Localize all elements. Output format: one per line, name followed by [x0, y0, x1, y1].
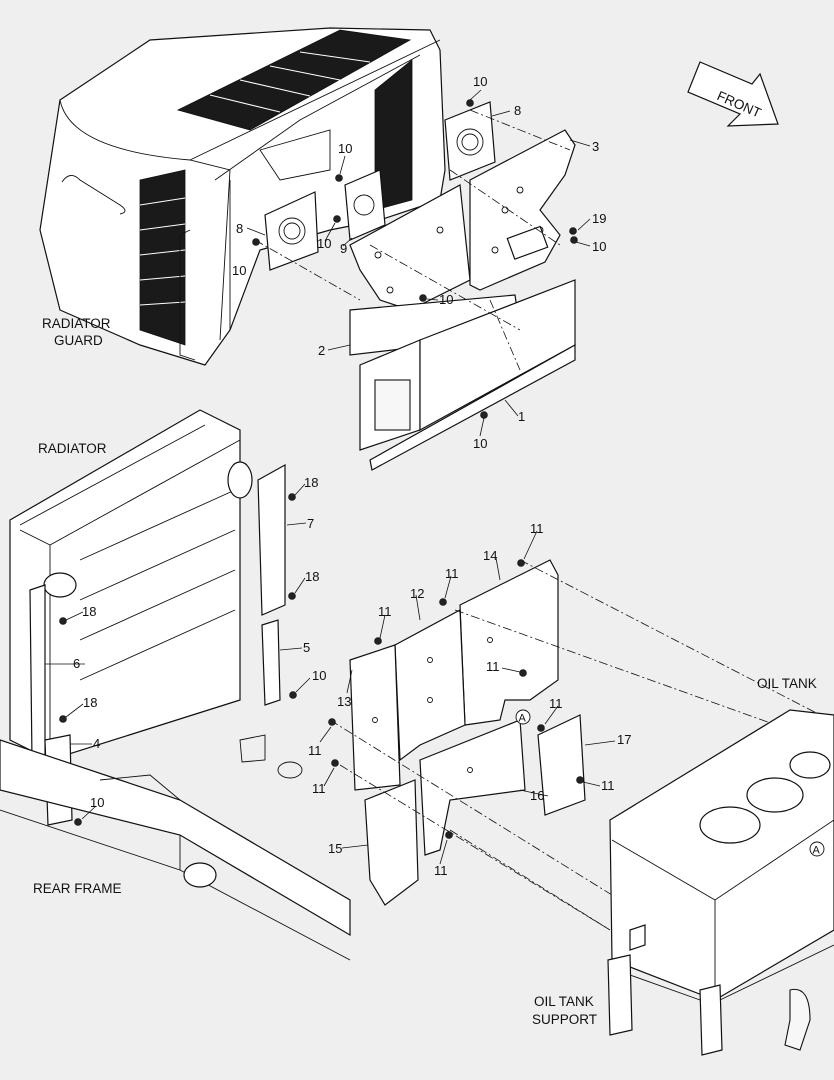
oil-tank-support — [607, 954, 723, 1056]
radiator-guard-label-line1: RADIATOR — [42, 316, 111, 331]
radiator-guard-assembly — [39, 27, 446, 366]
part-14-panel — [459, 559, 559, 726]
reference-mark-a-1: A — [515, 709, 531, 725]
part-12-panel — [394, 609, 466, 762]
bolts-part-11 — [328, 559, 584, 839]
callout-11: 11 — [486, 659, 500, 674]
callout-8: 8 — [236, 221, 243, 236]
rear-frame-assembly — [0, 734, 351, 961]
callout-12: 12 — [410, 586, 424, 601]
callout-10: 10 — [312, 668, 326, 683]
radiator-label: RADIATOR — [38, 441, 107, 456]
rear-frame-label: REAR FRAME — [33, 881, 122, 896]
callout-5: 5 — [303, 640, 310, 655]
radiator-lower-hose — [43, 572, 77, 598]
part-6-bracket — [29, 584, 46, 761]
callout-18: 18 — [82, 604, 96, 619]
lower-panels — [329, 559, 831, 931]
part-16-bracket — [419, 719, 526, 856]
callout-11: 11 — [530, 521, 544, 536]
callout-13: 13 — [337, 694, 351, 709]
callout-10: 10 — [90, 795, 104, 810]
leader-lines — [45, 89, 616, 865]
callout-17: 17 — [617, 732, 631, 747]
part-15-bracket — [364, 779, 419, 906]
callout-14: 14 — [483, 548, 497, 563]
callout-11: 11 — [601, 778, 615, 793]
oil-tank-cap-3 — [789, 751, 831, 779]
callout-11: 11 — [445, 566, 459, 581]
callout-18: 18 — [83, 695, 97, 710]
callout-numbers: 10 8 3 10 19 10 10 8 9 10 10 2 1 10 18 7… — [73, 74, 631, 878]
callout-10: 10 — [439, 292, 453, 307]
oil-tank-assembly — [607, 709, 834, 1056]
svg-text:A: A — [813, 845, 821, 857]
callout-10: 10 — [338, 141, 352, 156]
part-3-block — [506, 225, 549, 260]
callout-15: 15 — [328, 841, 342, 856]
callout-3: 3 — [592, 139, 599, 154]
callout-19: 19 — [592, 211, 606, 226]
callout-10: 10 — [232, 263, 246, 278]
part-8-flange-right — [444, 101, 496, 181]
callout-11: 11 — [308, 743, 322, 758]
oil-tank-cap-2 — [746, 777, 804, 813]
part-9-flange — [344, 169, 386, 241]
part-5-bracket — [261, 619, 281, 706]
callout-2: 2 — [318, 343, 325, 358]
reference-mark-a-2: A — [809, 841, 825, 857]
callout-4: 4 — [93, 736, 100, 751]
lower-panel-holes — [372, 637, 493, 773]
part-8-flange-left — [264, 191, 319, 271]
callout-10: 10 — [317, 236, 331, 251]
callout-1: 1 — [518, 409, 525, 424]
callout-10: 10 — [473, 436, 487, 451]
front-direction-arrow: FRONT — [687, 61, 779, 127]
oil-tank-support-label-line1: OIL TANK — [534, 994, 594, 1009]
callout-6: 6 — [73, 656, 80, 671]
callout-18: 18 — [304, 475, 318, 490]
oil-tank-support-label-line2: SUPPORT — [532, 1012, 597, 1027]
bolts-part-10 — [74, 99, 578, 826]
callout-11: 11 — [378, 604, 392, 619]
radiator-upper-hose — [227, 461, 253, 499]
upper-cover-plates — [254, 101, 576, 471]
callout-9: 9 — [340, 241, 347, 256]
callout-10: 10 — [473, 74, 487, 89]
callout-11: 11 — [312, 781, 326, 796]
part-7-bracket — [257, 463, 286, 616]
part-17-bracket — [537, 714, 586, 816]
callout-8: 8 — [514, 103, 521, 118]
callout-10: 10 — [592, 239, 606, 254]
bolt-part-19 — [569, 227, 577, 235]
callout-11: 11 — [549, 696, 563, 711]
oil-tank-cap-1 — [699, 806, 761, 844]
radiator-guard-label-line2: GUARD — [54, 333, 103, 348]
part-1-window — [374, 379, 411, 431]
callout-7: 7 — [307, 516, 314, 531]
bolts-part-18 — [59, 493, 296, 723]
svg-text:A: A — [519, 713, 527, 725]
callout-16: 16 — [530, 788, 544, 803]
oil-tank-label: OIL TANK — [757, 676, 817, 691]
callout-18: 18 — [305, 569, 319, 584]
callout-11: 11 — [434, 863, 448, 878]
